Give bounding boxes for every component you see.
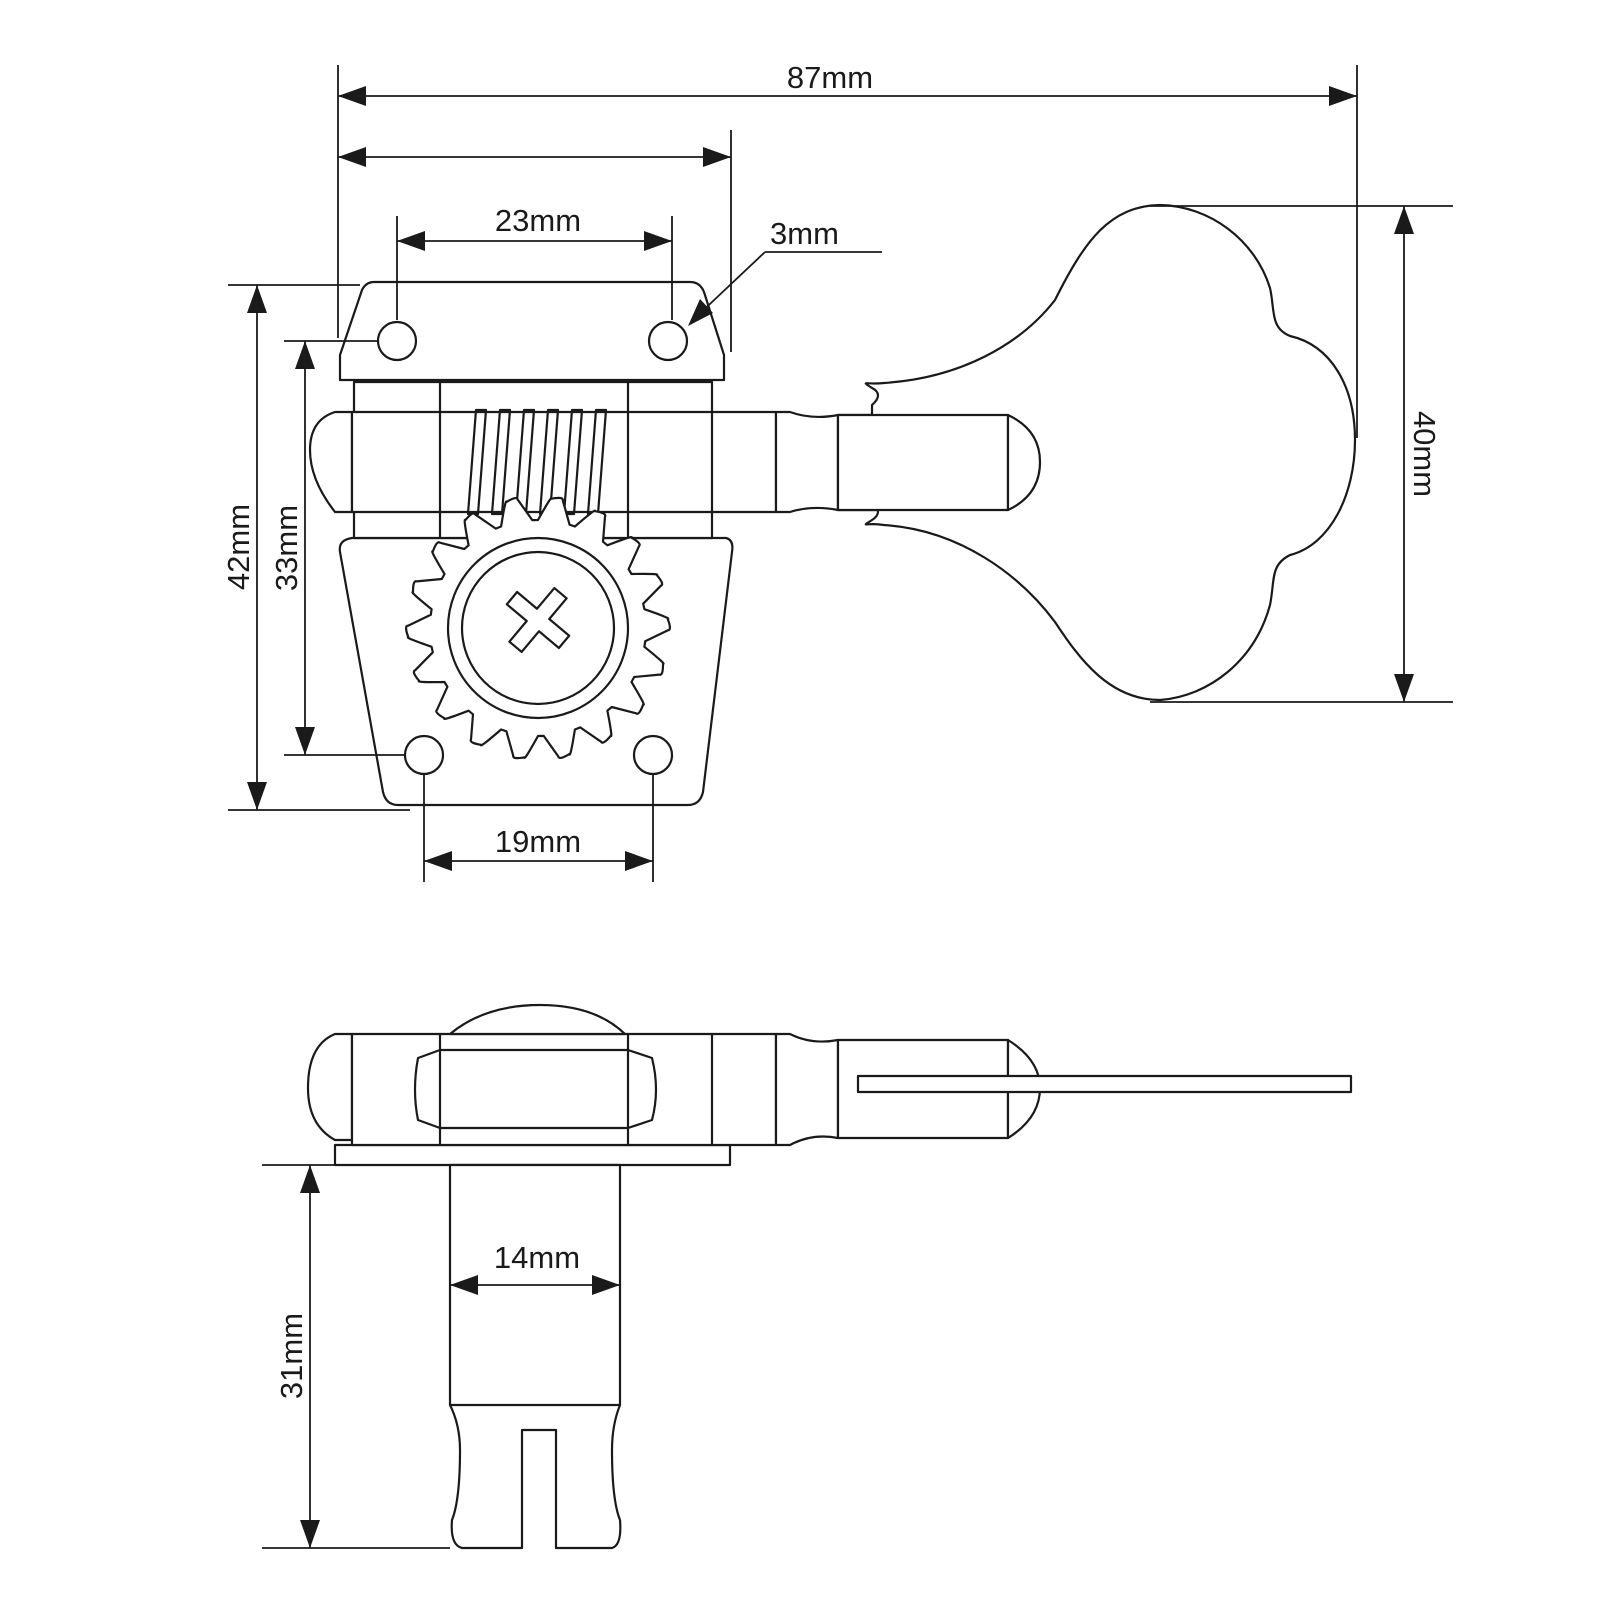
side-neck <box>774 1032 840 1147</box>
dim-post-diameter: 14mm <box>494 1240 580 1275</box>
side-key-blade <box>856 1074 1353 1094</box>
dim-bottom-hole-spacing: 19mm <box>495 824 581 859</box>
dim-hole-diameter: 3mm <box>770 216 839 251</box>
shaft-end-cap <box>308 410 354 514</box>
shaft-neck <box>774 410 840 514</box>
hole-bottom-left <box>403 734 445 776</box>
top-dimensions: 87mm 23mm 3mm 42mm 33mm <box>221 60 1453 882</box>
side-view <box>262 1003 1353 1550</box>
side-bushing <box>413 1048 658 1130</box>
worm-shaft <box>350 410 778 514</box>
dim-plate-height: 42mm <box>221 504 256 590</box>
side-end-cap <box>306 1032 354 1142</box>
phillips-screw-icon <box>505 586 571 654</box>
side-base-plate <box>333 1143 732 1167</box>
dim-post-length: 31mm <box>274 1313 309 1399</box>
dim-hole-spacing-vertical: 33mm <box>269 505 304 591</box>
dim-plate-width: 23mm <box>495 203 581 238</box>
clover-key <box>864 203 1357 702</box>
dim-key-height: 40mm <box>1407 411 1442 497</box>
side-gear-dome <box>448 1003 627 1036</box>
dim-overall-length: 87mm <box>787 60 873 95</box>
side-post <box>448 1163 622 1550</box>
top-view <box>308 203 1357 807</box>
hole-bottom-right <box>632 734 674 776</box>
hole-top-left <box>376 320 418 362</box>
upper-plate <box>338 280 726 382</box>
side-dimensions: 14mm 31mm <box>262 1165 620 1549</box>
hole-top-right <box>647 320 689 362</box>
